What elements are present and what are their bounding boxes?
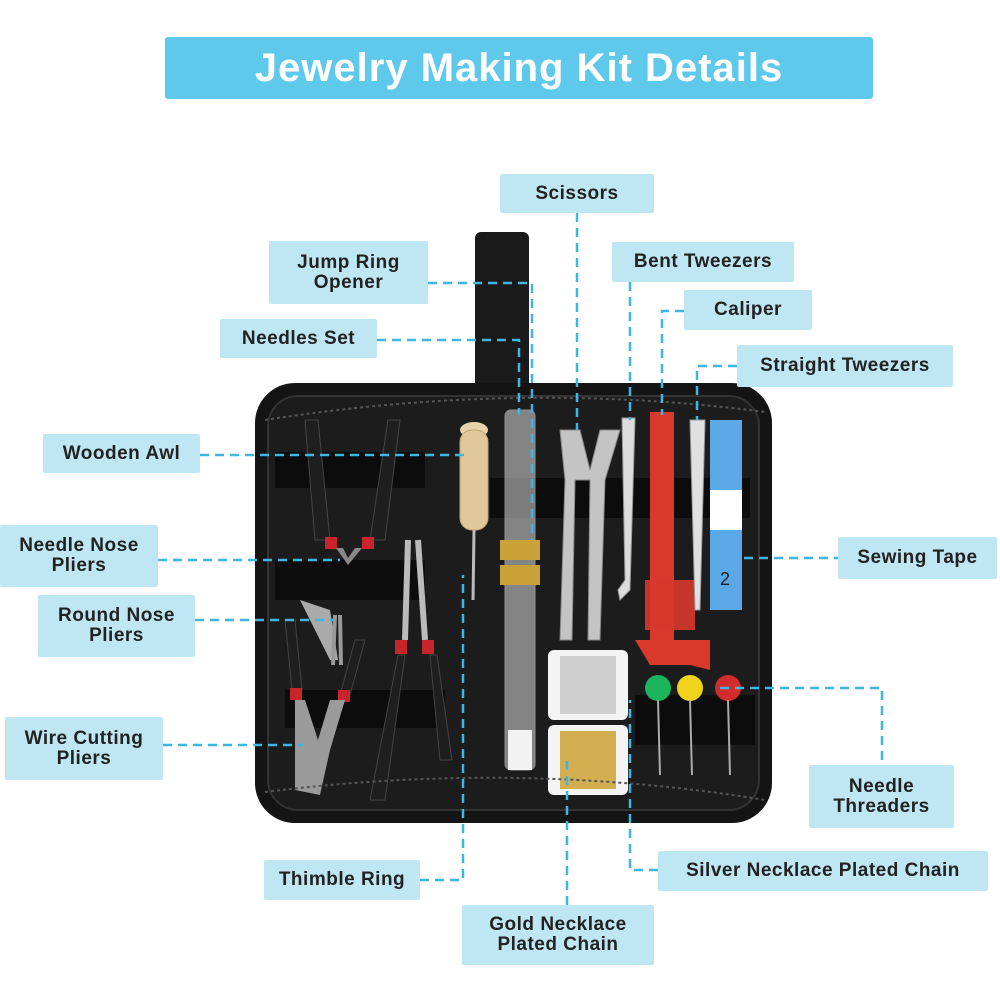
elastic-band	[275, 452, 425, 488]
leader-lines	[158, 213, 884, 905]
label-thimble-ring: Thimble Ring	[264, 860, 420, 900]
label-jump-ring-opener: Jump Ring Opener	[269, 241, 428, 304]
label-needles-set: Needles Set	[220, 319, 377, 358]
label-bent-tweezers: Bent Tweezers	[612, 242, 794, 282]
label-sewing-tape: Sewing Tape	[838, 537, 997, 579]
svg-text:2: 2	[720, 569, 730, 589]
label-wire-cutting-pliers: Wire Cutting Pliers	[5, 717, 163, 780]
leader-line-straight-tweezers	[695, 364, 737, 420]
leader-line-jump-ring-opener	[428, 281, 534, 540]
silver-chain-spool-icon	[548, 650, 628, 720]
title-banner: Jewelry Making Kit Details	[165, 37, 873, 99]
label-needle-threaders: Needle Threaders	[809, 765, 954, 828]
label-wooden-awl: Wooden Awl	[43, 434, 200, 473]
scissors-icon	[559, 429, 621, 641]
elastic-band	[275, 560, 425, 600]
zipper	[264, 776, 766, 801]
long-nose-pliers-icon	[369, 539, 453, 801]
case-handle-strap	[475, 232, 529, 412]
label-gold-chain: Gold Necklace Plated Chain	[462, 905, 654, 965]
leader-line-silver-chain	[628, 700, 658, 872]
sewing-tape-icon: 2	[710, 420, 742, 610]
page-title: Jewelry Making Kit Details	[254, 45, 784, 90]
bent-tweezers-icon	[617, 417, 636, 602]
needle-nose-pliers-icon	[304, 419, 401, 565]
round-nose-pliers-icon	[300, 600, 343, 666]
caliper-icon	[635, 412, 710, 670]
label-needle-nose-pliers: Needle Nose Pliers	[0, 525, 158, 587]
leader-line-caliper	[660, 309, 684, 415]
label-scissors: Scissors	[500, 174, 654, 213]
needles-tube-icon	[500, 409, 540, 771]
label-caliper: Caliper	[684, 290, 812, 330]
leader-line-needle-threaders	[720, 686, 884, 765]
leader-line-thimble-ring	[420, 575, 465, 882]
straight-tweezers-icon	[689, 419, 706, 611]
gold-chain-spool-icon	[548, 725, 628, 795]
wooden-awl-icon	[459, 422, 489, 601]
label-round-nose-pliers: Round Nose Pliers	[38, 595, 195, 657]
elastic-band	[635, 695, 755, 745]
label-straight-tweezers: Straight Tweezers	[737, 345, 953, 387]
label-silver-chain: Silver Necklace Plated Chain	[658, 851, 988, 891]
leader-line-needles-set	[377, 338, 521, 415]
